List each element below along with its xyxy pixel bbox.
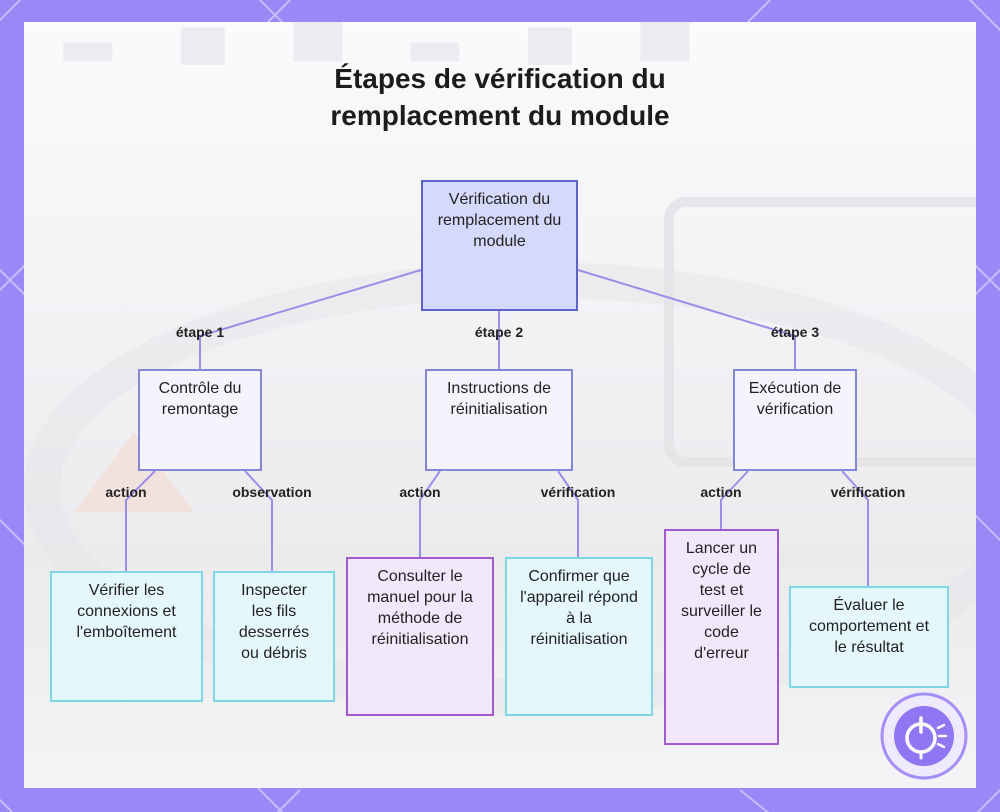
node-leaf-inspecter-fils: Inspecter les fils desserrés ou débris (213, 571, 335, 702)
edge-label-etape-3: étape 3 (769, 324, 821, 340)
node-leaf-confirmer-reponse: Confirmer que l'appareil répond à la réi… (505, 557, 653, 716)
edge-label-observation: observation (230, 484, 313, 500)
node-leaf-verifier-connexions: Vérifier les connexions et l'emboîtement (50, 571, 203, 702)
edge-label-etape-2: étape 2 (473, 324, 525, 340)
node-leaf-lancer-cycle: Lancer un cycle de test et surveiller le… (664, 529, 779, 745)
edge-root-step3 (578, 270, 795, 370)
edge-label-action-2: action (397, 484, 442, 500)
edge-label-etape-1: étape 1 (174, 324, 226, 340)
node-step-2: Instructions de réinitialisation (425, 369, 573, 471)
edge-label-action-3: action (698, 484, 743, 500)
node-leaf-evaluer-comportement: Évaluer le comportement et le résultat (789, 586, 949, 688)
edge-label-verification-2: vérification (829, 484, 908, 500)
power-dial-icon (880, 692, 968, 780)
node-step-3: Exécution de vérification (733, 369, 857, 471)
node-step-1: Contrôle du remontage (138, 369, 262, 471)
edge-root-step1 (200, 270, 421, 370)
node-root: Vérification du remplacement du module (421, 180, 578, 311)
edge-label-verification-1: vérification (539, 484, 618, 500)
edge-label-action-1: action (103, 484, 148, 500)
node-leaf-consulter-manuel: Consulter le manuel pour la méthode de r… (346, 557, 494, 716)
edge-step3-leaf5 (721, 471, 748, 530)
